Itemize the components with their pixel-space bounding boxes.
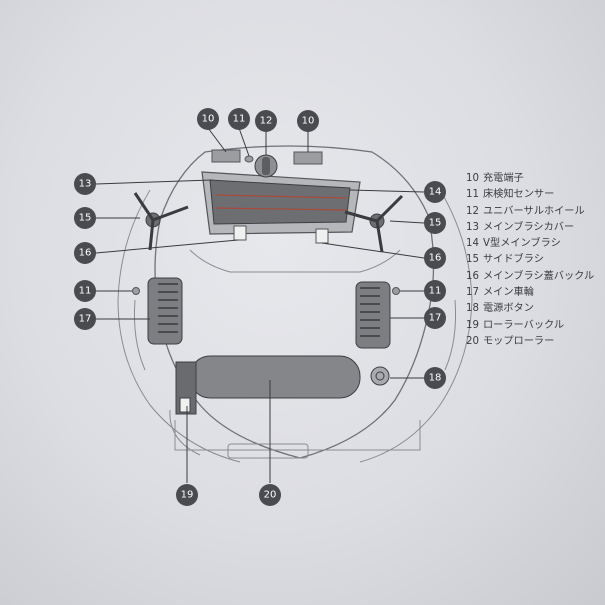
svg-text:16: 16: [79, 248, 92, 259]
callout-sensor-left: 11: [74, 280, 96, 302]
robot-body: [117, 145, 473, 463]
callout-wheel-right: 17: [424, 307, 446, 329]
callout-side-brush-left: 15: [74, 207, 96, 229]
leader-lines: [95, 127, 425, 483]
callout-mop-roller: 20: [259, 484, 281, 506]
callout-power-button: 18: [424, 367, 446, 389]
charging-contact-right: [293, 151, 323, 165]
floor-sensor-right: [392, 287, 400, 295]
callout-wheel-left: 17: [74, 308, 96, 330]
side-brush-right: [344, 194, 404, 253]
svg-text:19: 19: [181, 490, 194, 501]
svg-text:11: 11: [429, 286, 442, 297]
svg-text:10: 10: [302, 116, 315, 127]
svg-text:11: 11: [233, 114, 246, 125]
callout-buckle-right: 16: [424, 247, 446, 269]
svg-text:15: 15: [429, 218, 442, 229]
callout-roller-buckle: 19: [176, 484, 198, 506]
callout-universal-wheel: 12: [255, 110, 277, 132]
callout-brush-cover: 13: [74, 173, 96, 195]
callout-buckle-left: 16: [74, 242, 96, 264]
svg-text:10: 10: [202, 114, 215, 125]
callout-v-main-brush: 14: [424, 181, 446, 203]
svg-text:16: 16: [429, 253, 442, 264]
svg-text:17: 17: [79, 314, 92, 325]
svg-text:11: 11: [79, 286, 92, 297]
universal-wheel: [254, 154, 278, 178]
callout-sensor-right: 11: [424, 280, 446, 302]
svg-text:15: 15: [79, 213, 92, 224]
main-brush-cover: [201, 171, 361, 244]
callout-charging-right: 10: [297, 110, 319, 132]
charging-contact-left: [211, 149, 241, 163]
callout-side-brush-right: 15: [424, 212, 446, 234]
floor-sensor-left: [132, 287, 140, 295]
mop-roller: [175, 355, 361, 415]
callout-sensor-top: 11: [228, 108, 250, 130]
main-wheel-left: [147, 277, 183, 345]
svg-text:20: 20: [264, 490, 277, 501]
power-button: [370, 366, 390, 386]
svg-text:17: 17: [429, 313, 442, 324]
floor-sensor-top: [244, 155, 254, 163]
main-wheel-right: [355, 281, 391, 349]
svg-text:18: 18: [429, 373, 442, 384]
side-brush-left: [133, 192, 189, 251]
callout-charging-left: 10: [197, 108, 219, 130]
svg-text:14: 14: [429, 187, 442, 198]
svg-text:12: 12: [260, 116, 273, 127]
svg-text:13: 13: [79, 179, 92, 190]
